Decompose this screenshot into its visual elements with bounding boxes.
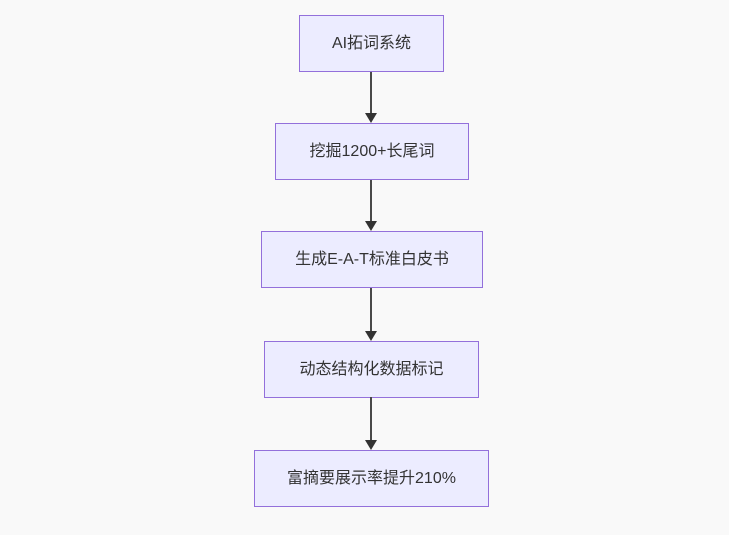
flow-arrow-2 bbox=[364, 180, 378, 231]
arrowhead-down-icon bbox=[365, 113, 377, 123]
flow-node-label: 动态结构化数据标记 bbox=[299, 360, 444, 378]
arrowhead-down-icon bbox=[365, 221, 377, 231]
arrow-line bbox=[370, 288, 372, 331]
flow-node-ai-keyword-system: AI拓词系统 bbox=[299, 15, 444, 72]
flow-arrow-4 bbox=[364, 397, 378, 450]
flow-node-rich-snippet-result: 富摘要展示率提升210% bbox=[254, 450, 489, 507]
flow-node-eat-whitepaper: 生成E-A-T标准白皮书 bbox=[261, 231, 483, 288]
arrow-line bbox=[370, 72, 372, 113]
flow-node-label: 生成E-A-T标准白皮书 bbox=[295, 250, 449, 268]
arrow-line bbox=[370, 397, 372, 440]
flow-node-longtail-mining: 挖掘1200+长尾词 bbox=[275, 123, 469, 180]
flow-node-structured-data-markup: 动态结构化数据标记 bbox=[264, 341, 479, 398]
flow-node-label: AI拓词系统 bbox=[331, 34, 412, 52]
flow-node-label: 富摘要展示率提升210% bbox=[287, 469, 456, 487]
flow-arrow-1 bbox=[364, 72, 378, 123]
arrowhead-down-icon bbox=[365, 440, 377, 450]
arrowhead-down-icon bbox=[365, 331, 377, 341]
flow-arrow-3 bbox=[364, 288, 378, 341]
arrow-line bbox=[370, 180, 372, 221]
flow-node-label: 挖掘1200+长尾词 bbox=[309, 142, 435, 160]
